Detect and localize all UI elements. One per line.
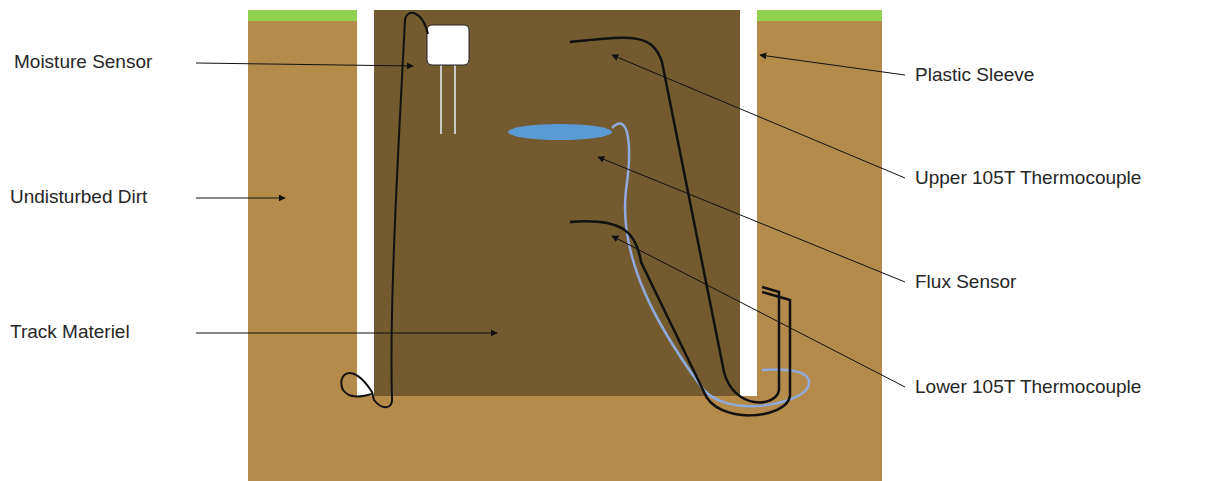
leader-line [196, 333, 497, 334]
leader-line [760, 55, 905, 75]
sensor-prong [454, 62, 456, 134]
leader-line [196, 63, 413, 66]
part-label: Undisturbed Dirt [10, 185, 147, 209]
part-label: Lower 105T Thermocouple [915, 375, 1141, 399]
part-label: Flux Sensor [915, 270, 1016, 294]
track-material [374, 10, 740, 396]
part-label: Upper 105T Thermocouple [915, 166, 1141, 190]
upper-thermocouple [570, 38, 779, 403]
leader-line [196, 198, 285, 199]
grass-strip [248, 10, 357, 21]
sensor-cable [341, 13, 428, 407]
grass-strip [757, 10, 882, 21]
undisturbed-dirt [248, 10, 882, 481]
part-label: Moisture Sensor [14, 50, 152, 74]
leader-line [612, 55, 905, 178]
part-label: Track Materiel [10, 320, 130, 344]
sensor-prong [440, 62, 442, 134]
lower-thermocouple [570, 221, 790, 415]
leader-line [598, 157, 905, 282]
leader-line [612, 236, 905, 387]
moisture-sensor [427, 25, 469, 65]
plastic-sleeve [740, 10, 757, 396]
flux-sensor [508, 124, 612, 140]
plastic-sleeve [357, 10, 374, 396]
part-label: Plastic Sleeve [915, 63, 1034, 87]
